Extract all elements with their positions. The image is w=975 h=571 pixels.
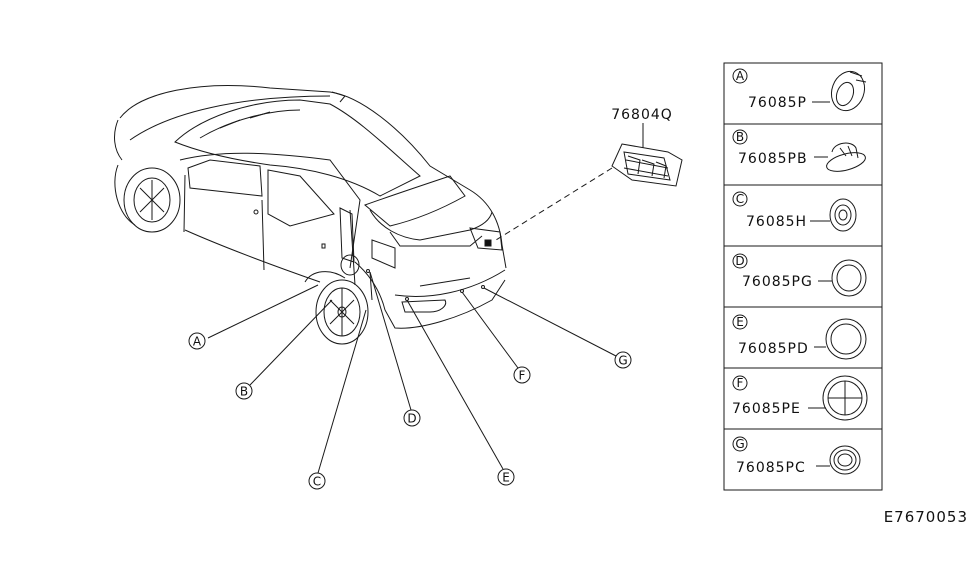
legend-part-a: 76085P — [748, 95, 807, 111]
grommet-d-shape — [831, 259, 867, 297]
main-part-label: 76804Q — [611, 107, 673, 123]
grommet-b-shape — [826, 142, 866, 172]
legend-part-f: 76085PE — [732, 401, 801, 417]
grommet-f-shape — [822, 375, 868, 421]
legend-part-e: 76085PD — [738, 341, 809, 357]
legend-part-g: 76085PC — [736, 460, 806, 476]
main-part-leader — [495, 167, 613, 241]
legend-row-f: F 76085PE — [732, 375, 868, 421]
legend-letter-c: C — [736, 192, 744, 206]
reference-code: E7670053 — [884, 508, 968, 526]
callout-f: F — [519, 369, 526, 383]
legend-row-b: B 76085PB — [732, 129, 866, 172]
legend-row-g: G 76085PC — [732, 436, 861, 476]
legend-part-c: 76085H — [746, 214, 807, 230]
legend-row-d: D 76085PG — [732, 253, 867, 297]
car-callouts: A B C D E F G — [188, 271, 632, 490]
grommet-a-shape — [830, 70, 867, 112]
legend-row-c: C 76085H — [732, 191, 857, 232]
legend-letter-e: E — [736, 315, 744, 329]
legend-letter-b: B — [736, 130, 744, 144]
car-illustration — [114, 85, 507, 345]
legend-letter-d: D — [735, 254, 744, 268]
main-part-76804q: 76804Q — [495, 107, 683, 241]
callout-g: G — [618, 354, 627, 368]
callout-d: D — [407, 412, 416, 426]
legend-letter-f: F — [737, 376, 744, 390]
legend-row-e: E 76085PD — [732, 314, 867, 360]
callout-c: C — [313, 475, 321, 489]
legend-letter-g: G — [735, 437, 744, 451]
legend-letter-a: A — [736, 69, 745, 83]
callout-a: A — [193, 335, 202, 349]
main-part-shape — [611, 143, 683, 187]
legend-part-d: 76085PG — [742, 274, 813, 290]
grommet-c-shape — [829, 198, 857, 232]
callout-b: B — [240, 385, 248, 399]
legend-part-b: 76085PB — [738, 151, 808, 167]
grommet-e-shape — [825, 318, 867, 360]
legend-row-a: A 76085P — [732, 68, 867, 112]
grommet-g-shape — [829, 445, 861, 475]
parts-legend: A 76085P B 76085PB C 76085H — [723, 62, 883, 491]
callout-e: E — [502, 471, 510, 485]
